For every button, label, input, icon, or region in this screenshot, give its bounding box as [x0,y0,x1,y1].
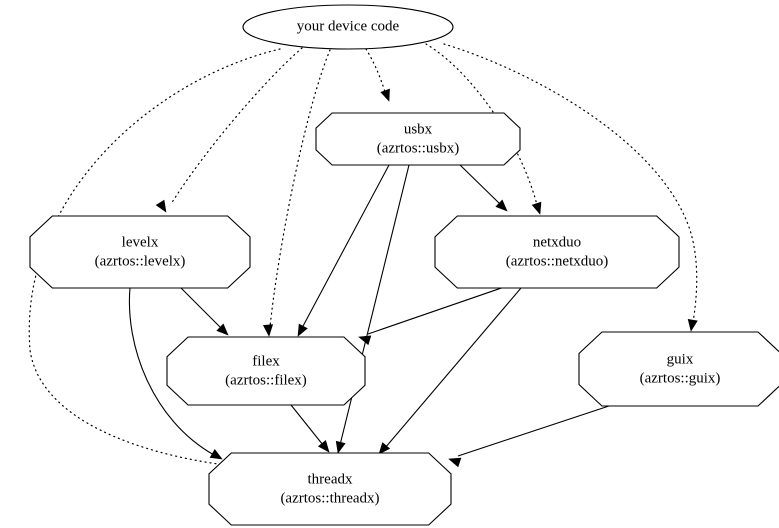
arrowhead-netxduo-to-threadx [378,442,391,455]
arrowhead-levelx-to-threadx [209,448,223,460]
node-shape-guix[interactable] [578,331,779,407]
nodes-layer: your device codeusbx(azrtos::usbx)levelx… [29,4,779,526]
node-sublabel-netxduo: (azrtos::netxduo) [506,253,608,269]
arrowhead-device-to-guix [687,319,698,332]
edge-levelx-to-threadx [128,287,215,456]
edge-device-to-filex [269,49,331,328]
arrowhead-device-to-netxduo [531,201,542,215]
arrowhead-filex-to-threadx [317,440,330,453]
node-label-usbx: usbx [404,121,433,137]
edge-levelx-to-filex [180,287,222,329]
edge-netxduo-to-filex [367,283,514,335]
arrowhead-device-to-levelx [155,199,167,213]
node-label-device: your device code [297,18,400,34]
node-netxduo[interactable]: netxduo(azrtos::netxduo) [434,215,680,289]
edge-usbx-to-netxduo [458,163,501,205]
node-sublabel-filex: (azrtos::filex) [225,372,307,388]
edge-usbx-to-filex [301,164,390,329]
node-label-levelx: levelx [122,234,159,250]
edge-device-to-usbx [365,48,386,93]
node-sublabel-threadx: (azrtos::threadx) [280,490,379,506]
arrowhead-usbx-to-filex [297,323,308,337]
node-levelx[interactable]: levelx(azrtos::levelx) [29,215,251,289]
node-label-netxduo: netxduo [533,234,581,250]
arrowhead-levelx-to-filex [216,323,229,336]
arrowhead-usbx-to-netxduo [495,199,508,212]
arrowhead-device-to-usbx [380,88,390,102]
node-sublabel-guix: (azrtos::guix) [640,370,721,386]
node-shape-filex[interactable] [166,336,366,406]
arrowhead-guix-to-threadx [448,457,462,468]
node-sublabel-usbx: (azrtos::usbx) [377,140,459,156]
node-threadx[interactable]: threadx(azrtos::threadx) [208,452,452,526]
edge-usbx-to-threadx [339,164,410,446]
node-sublabel-levelx: (azrtos::levelx) [95,253,186,269]
node-shape-device[interactable] [242,4,454,50]
arrowhead-usbx-to-threadx [335,440,346,454]
arrowhead-device-to-filex [262,324,274,337]
arrowhead-netxduo-to-filex [358,335,372,346]
edge-device-to-guix [443,43,698,323]
node-guix[interactable]: guix(azrtos::guix) [578,331,779,407]
node-shape-threadx[interactable] [208,452,452,526]
node-label-guix: guix [667,351,694,367]
edge-guix-to-threadx [457,402,619,457]
node-label-filex: filex [252,353,280,369]
node-label-threadx: threadx [308,471,353,487]
node-filex[interactable]: filex(azrtos::filex) [166,336,366,406]
node-usbx[interactable]: usbx(azrtos::usbx) [315,112,521,166]
edges-layer [28,43,698,469]
node-shape-netxduo[interactable] [434,215,680,289]
node-shape-usbx[interactable] [315,112,521,166]
edge-filex-to-threadx [290,404,324,446]
node-device[interactable]: your device code [242,4,454,50]
edge-device-to-levelx [170,47,303,205]
node-shape-levelx[interactable] [29,215,251,289]
edge-netxduo-to-threadx [384,287,522,449]
edge-device-to-threadx [28,48,281,467]
edge-device-to-netxduo [425,43,538,206]
